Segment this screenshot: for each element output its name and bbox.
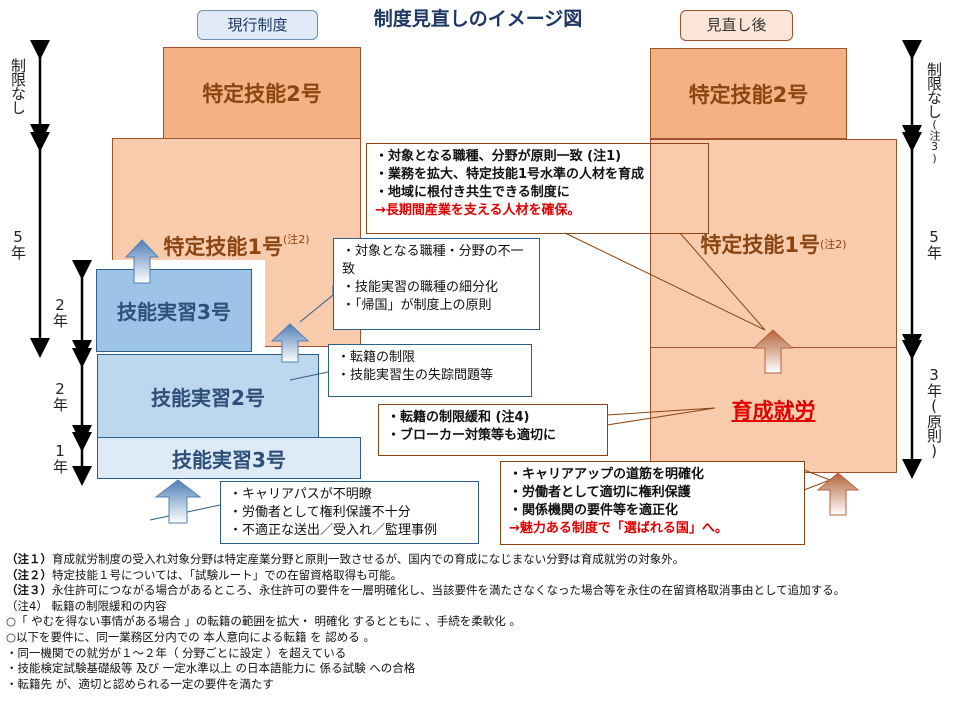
axis-label-2y: 2年 bbox=[51, 296, 69, 327]
callout-highlight: →長期間産業を支える人材を確保。 bbox=[375, 203, 581, 218]
callout-line: ・キャリアパスが不明瞭 bbox=[229, 487, 372, 502]
revised-ssw2-block: 特定技能2号 bbox=[650, 48, 847, 139]
callout-line: ・「帰国」が制度上の原則 bbox=[342, 298, 492, 313]
axis-label-unlimited: 制限なし bbox=[9, 58, 27, 114]
axis-label-5y: 5年 bbox=[925, 228, 943, 259]
callout-line: ・地域に根付き共生できる制度に bbox=[375, 185, 570, 200]
footnote: （注２）特定技能１号については、「試験ルート」での在留資格取得も可能。 bbox=[6, 568, 956, 584]
axis-label-unlimited: 制限なし(注3) bbox=[924, 62, 945, 164]
callout-line: ・キャリアアップの道筋を明確化 bbox=[509, 467, 705, 482]
note-ref: (注2) bbox=[820, 237, 847, 251]
footnote: （注３）永住許可につながる場合があるところ、永住許可の要件を一層明確化し、当該要… bbox=[6, 583, 956, 599]
current-tit3-block: 技能実習3号 bbox=[96, 269, 252, 352]
callout-line: ・関係機関の要件等を適正化 bbox=[509, 503, 679, 518]
arrows-layer bbox=[30, 40, 922, 524]
callout-line: ・技能実習生の失踪問題等 bbox=[337, 368, 494, 383]
callout-line: ・転籍の制限緩和 (注4) bbox=[387, 410, 530, 425]
callout-revised-career: ・キャリアアップの道筋を明確化 ・労働者として適切に権利保護 ・関係機関の要件等… bbox=[500, 461, 805, 545]
callout-line: ・業務を拡大、特定技能1号水準の人材を育成 bbox=[375, 167, 645, 182]
diagram-title: 制度見直しのイメージ図 bbox=[373, 8, 583, 30]
axis-label-1y: 1年 bbox=[51, 442, 69, 473]
callout-line: ・ブローカー対策等も適切に bbox=[387, 428, 557, 443]
block-label: 特定技能1号 bbox=[163, 235, 284, 259]
current-system-label: 現行制度 bbox=[197, 10, 318, 40]
footnotes: （注１）育成就労制度の受入れ対象分野は特定産業分野と原則一致させるが、国内での育… bbox=[6, 552, 956, 692]
callout-line: ・転籍の制限 bbox=[337, 350, 416, 365]
current-tit2-block: 技能実習2号 bbox=[97, 354, 319, 438]
callout-line: ・対象となる職種、分野が原則一致 (注1) bbox=[375, 149, 622, 164]
callout-current-mismatch: ・対象となる職種・分野の不一致 ・技能実習の職種の細分化 ・「帰国」が制度上の原… bbox=[333, 238, 540, 330]
up-arrow-icon bbox=[816, 472, 860, 516]
footnote: （注１）育成就労制度の受入れ対象分野は特定産業分野と原則一致させるが、国内での育… bbox=[6, 552, 956, 568]
footnote: ・同一機関での就労が１～２年（ 分野ごとに設定 ）を超えている bbox=[6, 645, 347, 660]
revised-ssw1-block: 特定技能1号(注2) bbox=[650, 139, 897, 348]
duration-axis bbox=[30, 40, 922, 486]
footnote: ○以下を要件に、同一業務区分内での 本人意向による転籍 を 認める 。 bbox=[6, 629, 375, 644]
footnote: （注4） 転籍の制限緩和の内容 bbox=[6, 598, 167, 613]
footnote: ・技能検定試験基礎級等 及び 一定水準以上 の日本語能力に 係る試験 への合格 bbox=[6, 661, 416, 676]
callout-line: ・技能実習の職種の細分化 bbox=[342, 280, 499, 295]
up-arrow-icon bbox=[752, 329, 794, 374]
axis-text: 制限なし bbox=[925, 62, 943, 118]
callout-line: ・労働者として適切に権利保護 bbox=[509, 485, 691, 500]
callout-line: ・対象となる職種・分野の不一致 bbox=[342, 244, 524, 277]
footnote-text: 育成就労制度の受入れ対象分野は特定産業分野と原則一致させるが、国内での育成になじ… bbox=[52, 552, 685, 566]
axis-label-5y: 5年 bbox=[9, 228, 27, 259]
note-ref: (注3) bbox=[928, 118, 941, 164]
footnote-tag: （注１） bbox=[6, 552, 52, 566]
revised-system-label: 見直し後 bbox=[680, 10, 793, 41]
callout-line: ・不適正な送出／受入れ／監理事例 bbox=[229, 523, 438, 538]
up-arrow-icon bbox=[154, 479, 202, 524]
callout-current-career: ・キャリアパスが不明瞭 ・労働者として権利保護不十分 ・不適正な送出／受入れ／監… bbox=[220, 481, 479, 544]
pointer-line bbox=[299, 285, 334, 323]
current-ssw2-block: 特定技能2号 bbox=[163, 47, 361, 139]
note-ref: (注2) bbox=[283, 233, 310, 246]
current-tit1-block: 技能実習3号 bbox=[97, 437, 361, 479]
footnote: ○「 やむを得ない事情がある場合 」の転籍の範囲を拡大・ 明確化 するとともに … bbox=[6, 614, 521, 629]
footnote-text: 永住許可につながる場合があるところ、永住許可の要件を一層明確化し、当該要件を満た… bbox=[52, 583, 846, 598]
callout-current-transfer: ・転籍の制限 ・技能実習生の失踪問題等 bbox=[328, 344, 532, 397]
footnote-tag: （注３） bbox=[6, 583, 52, 598]
callout-revised-alignment: ・対象となる職種、分野が原則一致 (注1) ・業務を拡大、特定技能1号水準の人材… bbox=[366, 143, 709, 234]
callout-revised-transfer: ・転籍の制限緩和 (注4) ・ブローカー対策等も適切に bbox=[378, 404, 608, 456]
footnote-text: 特定技能１号については、「試験ルート」での在留資格取得も可能。 bbox=[52, 567, 403, 582]
up-arrow-icon bbox=[124, 239, 160, 284]
callout-highlight: →魅力ある制度で「選ばれる国」へ。 bbox=[509, 521, 728, 536]
axis-label-2y: 2年 bbox=[51, 380, 69, 411]
block-label: 特定技能1号 bbox=[700, 232, 821, 257]
pointer-line bbox=[606, 407, 716, 426]
footnote: ・転籍先 が、適切と認められる一定の要件を満たす bbox=[6, 676, 274, 691]
footnote-tag: （注２） bbox=[6, 567, 52, 582]
pointer-line bbox=[564, 232, 766, 331]
callout-line: ・労働者として権利保護不十分 bbox=[229, 505, 411, 520]
up-arrow-icon bbox=[270, 323, 310, 363]
axis-label-3y: 3年(原則) bbox=[925, 366, 943, 459]
pointer-line bbox=[289, 371, 329, 381]
